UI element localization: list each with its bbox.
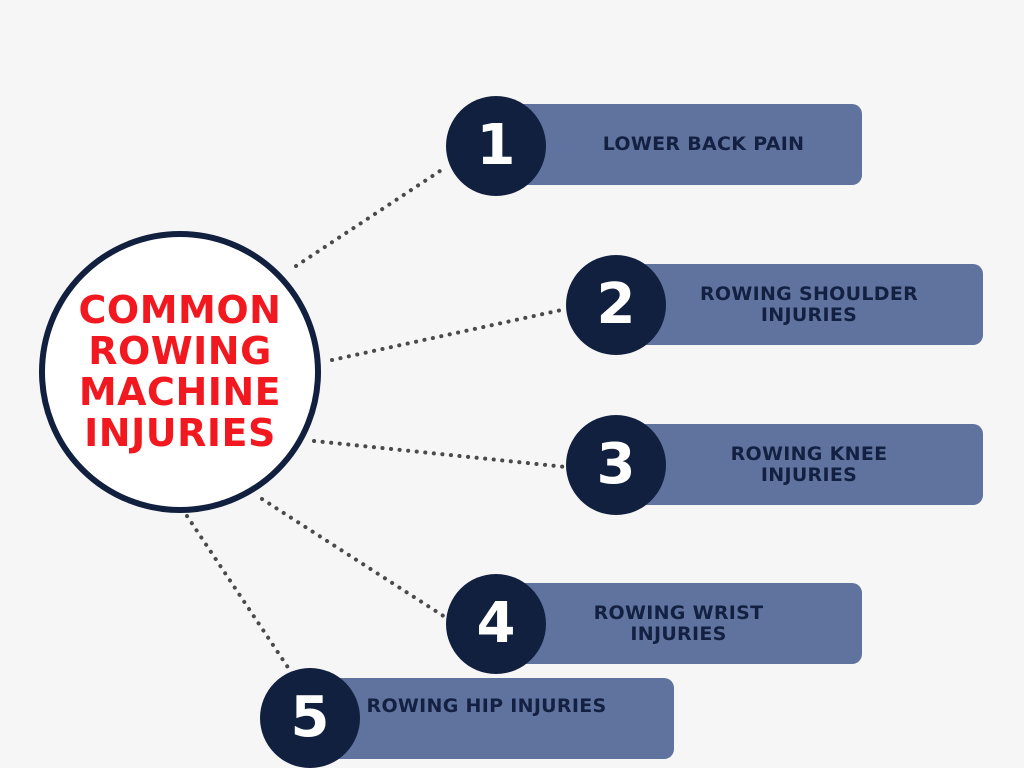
injury-bar-2: ROWING SHOULDER INJURIES bbox=[625, 264, 983, 345]
connector-line-3 bbox=[312, 439, 568, 469]
center-hub: COMMON ROWING MACHINE INJURIES bbox=[39, 231, 321, 513]
center-title: COMMON ROWING MACHINE INJURIES bbox=[78, 288, 282, 455]
connector-line-5 bbox=[185, 514, 293, 674]
injury-label-5: ROWING HIP INJURIES bbox=[366, 695, 607, 717]
number-badge-2: 2 bbox=[566, 255, 666, 355]
badge-number-5: 5 bbox=[290, 685, 330, 750]
injury-bar-3: ROWING KNEE INJURIES bbox=[625, 424, 983, 505]
number-badge-1: 1 bbox=[446, 96, 546, 196]
injury-label-3: ROWING KNEE INJURIES bbox=[730, 442, 888, 486]
connector-line-1 bbox=[294, 165, 448, 268]
badge-number-4: 4 bbox=[476, 591, 516, 656]
number-badge-3: 3 bbox=[566, 415, 666, 515]
injury-label-4: ROWING WRIST INJURIES bbox=[593, 601, 764, 645]
connector-line-4 bbox=[260, 497, 447, 619]
number-badge-5: 5 bbox=[260, 668, 360, 768]
badge-number-2: 2 bbox=[596, 272, 636, 337]
injury-bar-4: ROWING WRIST INJURIES bbox=[505, 583, 862, 664]
badge-number-1: 1 bbox=[476, 113, 516, 178]
connector-line-2 bbox=[330, 307, 568, 362]
injury-label-2: ROWING SHOULDER INJURIES bbox=[699, 282, 919, 326]
injury-bar-5: ROWING HIP INJURIES bbox=[319, 678, 674, 759]
injury-label-1: LOWER BACK PAIN bbox=[602, 133, 805, 155]
injury-bar-1: LOWER BACK PAIN bbox=[505, 104, 862, 185]
badge-number-3: 3 bbox=[596, 432, 636, 497]
number-badge-4: 4 bbox=[446, 574, 546, 674]
